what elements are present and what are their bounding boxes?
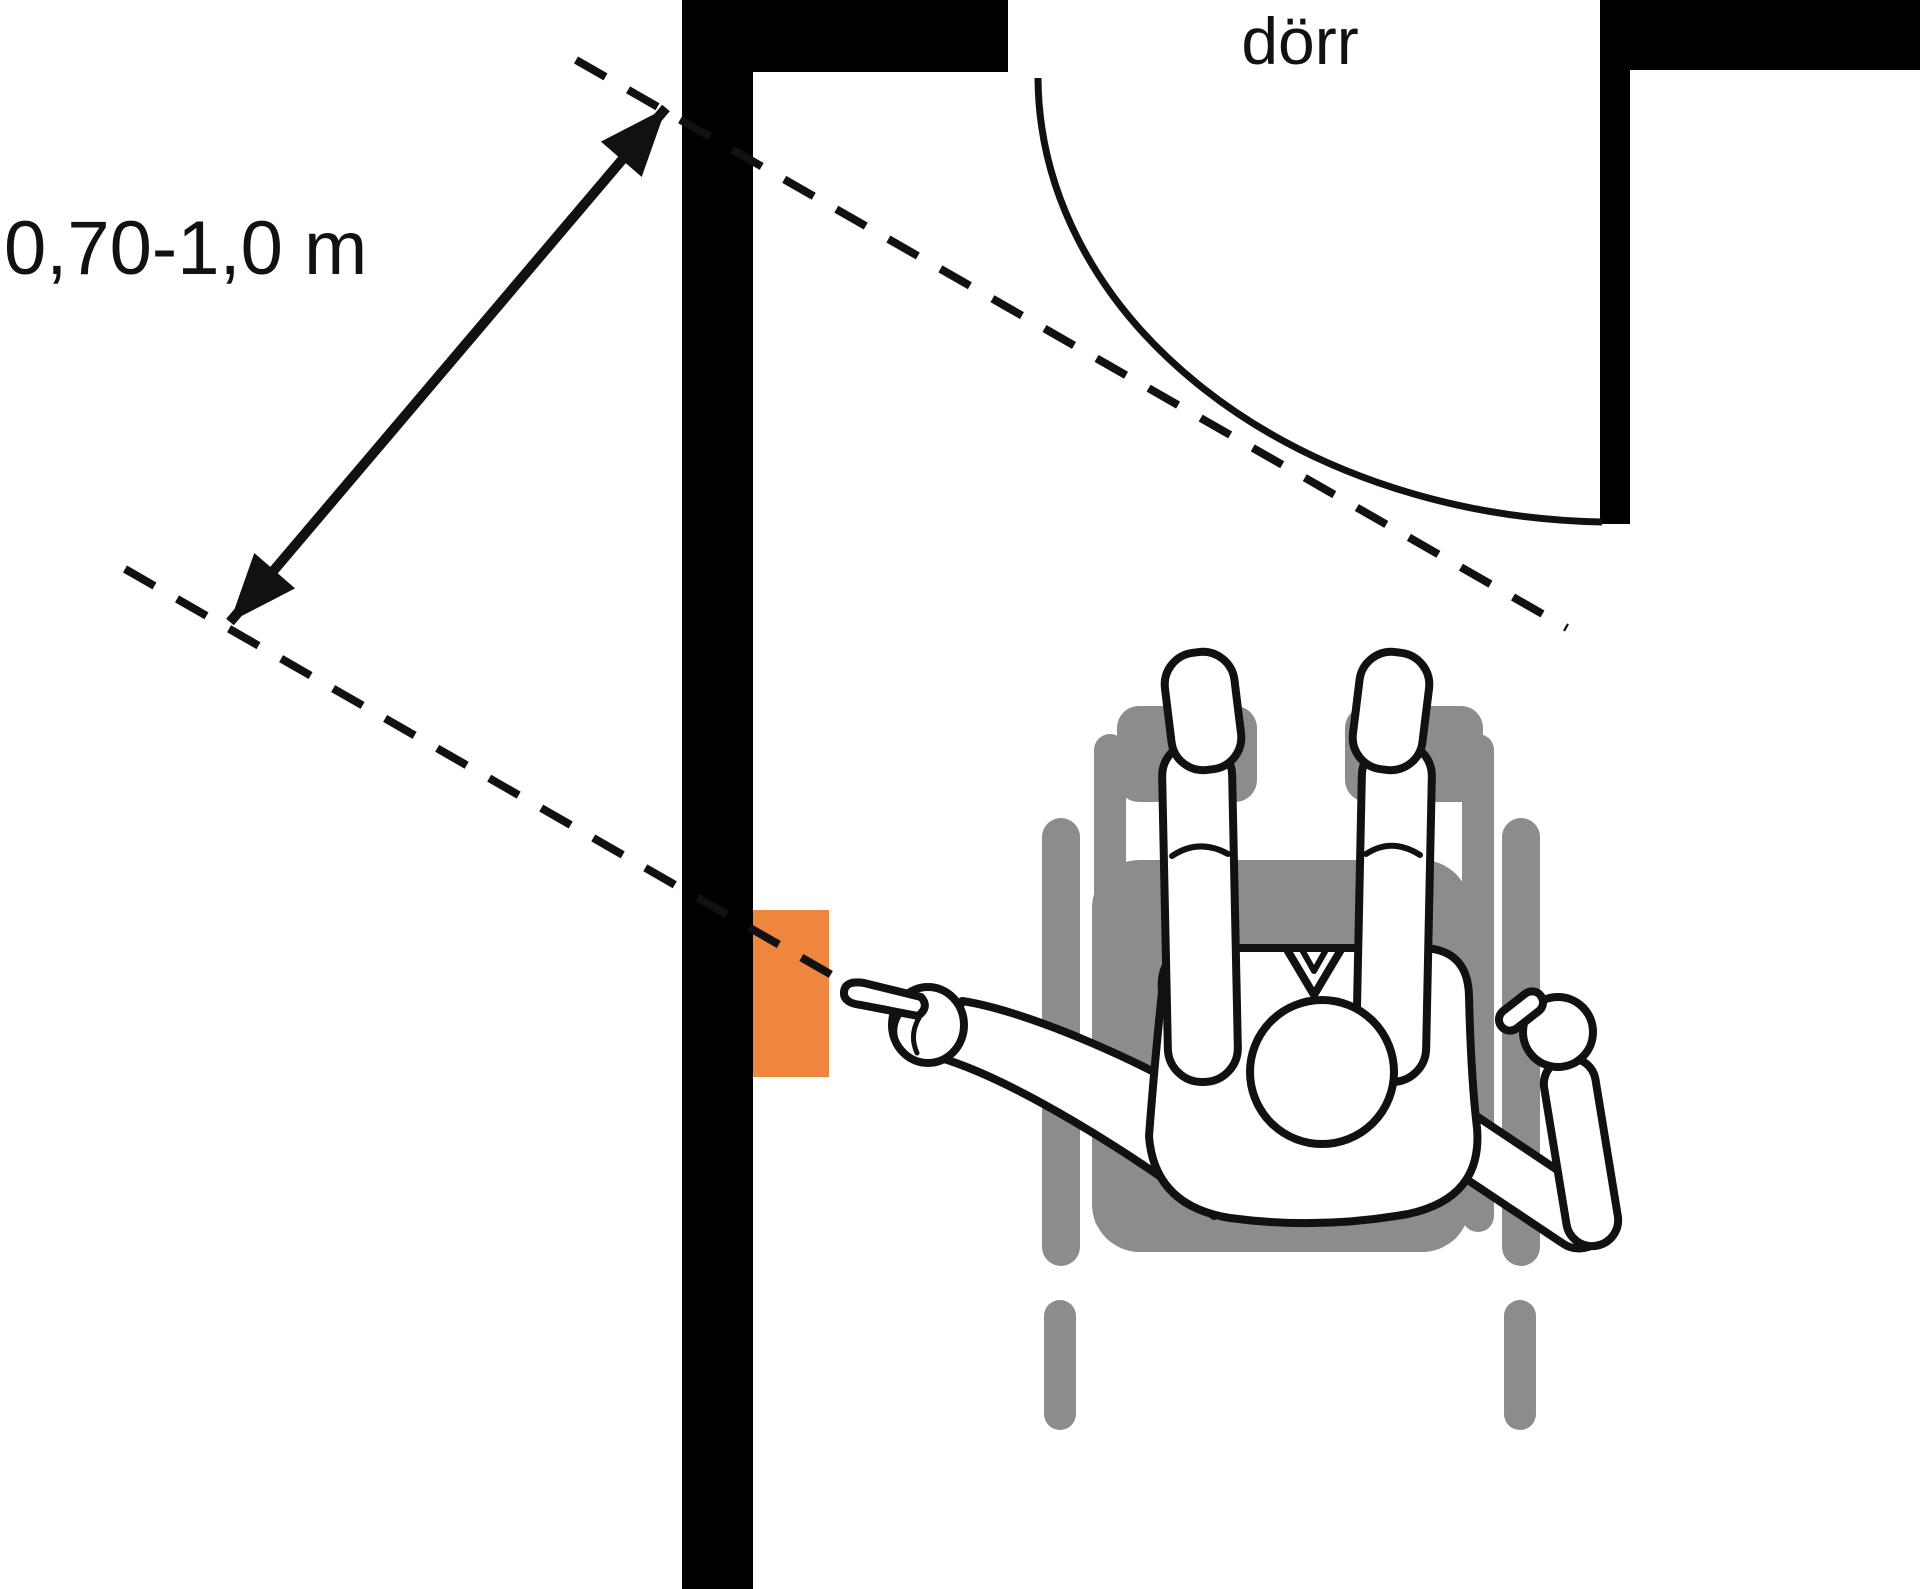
person-pointing-finger — [839, 978, 929, 1020]
dimension-arrow — [226, 104, 670, 626]
person-left-hand-crease-2 — [911, 1015, 922, 1056]
dimension-arrow-shaft — [226, 104, 670, 626]
person-right-thumb — [1494, 987, 1548, 1035]
person-left-leg — [1158, 738, 1242, 1086]
dimension-arrowhead-bottom — [230, 553, 296, 622]
person-left-foot — [1160, 647, 1246, 775]
person-head — [1246, 996, 1398, 1148]
wall-left-vertical — [682, 0, 753, 1589]
door-swing-arc — [1034, 77, 1603, 526]
person-right-foot — [1348, 647, 1434, 775]
dimension-arrowhead-top — [600, 108, 666, 177]
wheelchair-caster-right — [1504, 1300, 1536, 1430]
wheelchair-caster-left — [1044, 1300, 1076, 1430]
person-left-hand-crease-1 — [892, 1011, 903, 1050]
wall-top-right — [1600, 0, 1920, 70]
person-collar-inner — [1298, 945, 1330, 974]
person — [839, 647, 1623, 1253]
dashed-line-lower — [123, 565, 860, 994]
walls — [682, 0, 1920, 1589]
dimension-label: 0,70-1,0 m — [4, 206, 367, 291]
dashed-line-upper — [574, 56, 1569, 632]
person-right-knee-crease — [1363, 842, 1423, 858]
wall-top-left — [682, 0, 1008, 72]
door-label: dörr — [1241, 4, 1358, 78]
person-left-knee-crease — [1169, 843, 1231, 859]
guide-lines — [123, 56, 1569, 994]
door-leaf — [1600, 70, 1630, 524]
wheelchair-frame-left — [1094, 734, 1126, 1232]
person-collar — [1282, 944, 1346, 999]
